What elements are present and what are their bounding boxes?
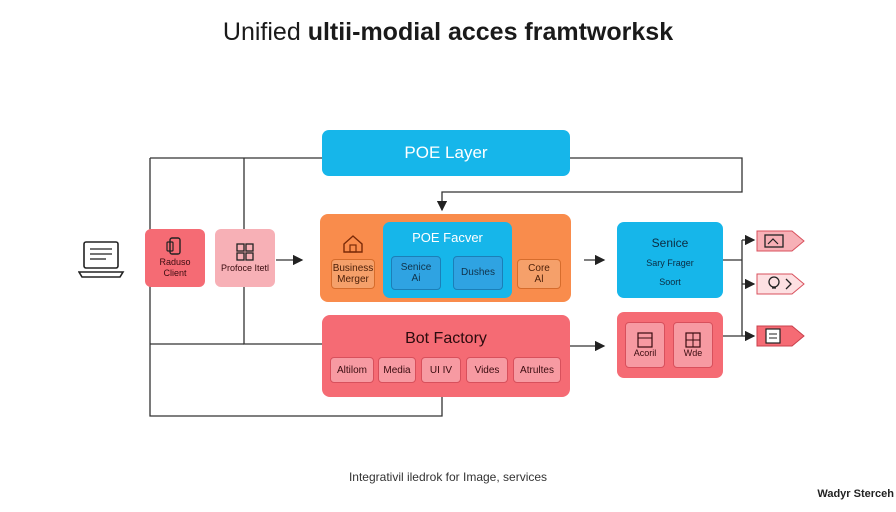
- bot-factory-label: Bot Factory: [405, 330, 487, 347]
- core-ai-label-2: Al: [534, 274, 544, 285]
- bot-item-chip[interactable]: Media: [378, 357, 416, 383]
- bot-item-chip[interactable]: Vides: [466, 357, 508, 383]
- client-label-1: Raduso: [159, 257, 191, 268]
- image-frame-icon: [756, 230, 805, 252]
- poe-layer-label: POE Layer: [404, 143, 488, 162]
- red-item-chip[interactable]: Wde: [673, 322, 713, 368]
- dashes-label: Dushes: [461, 267, 495, 279]
- poe-layer-return-line: [436, 157, 743, 212]
- grid-document-icon: [685, 332, 701, 348]
- poe-factor-label: POE Facver: [412, 230, 483, 245]
- core-ai-chip[interactable]: Core Al: [517, 259, 561, 289]
- service-api-label-2: Ai: [411, 273, 421, 284]
- service-api-label-1: Senice: [400, 261, 432, 273]
- service-line-2: Soort: [659, 277, 681, 287]
- window-icon: [637, 332, 653, 348]
- lightbulb-icon: [756, 273, 805, 295]
- service-line-1: Sary Frager: [646, 258, 694, 268]
- red-item-label: Acoril: [633, 348, 657, 358]
- laptop-icon: [78, 241, 125, 278]
- title-main: ultii-modial acces framtworksk: [307, 18, 674, 46]
- bot-item-label: Atrultes: [520, 364, 554, 376]
- client-label-2: Client: [163, 268, 187, 278]
- dashes-chip[interactable]: Dushes: [453, 256, 503, 290]
- document-stack-icon: [756, 325, 805, 347]
- grid-document-icon: [236, 242, 254, 261]
- title-prefix: Unified: [222, 18, 301, 46]
- bot-item-chip[interactable]: Altilom: [330, 357, 374, 383]
- bot-item-label: Vides: [474, 364, 500, 376]
- red-item-label: Wde: [683, 348, 703, 358]
- red-item-chip[interactable]: Acoril: [625, 322, 665, 368]
- signature-text: Wadyr Sterceh: [817, 488, 894, 500]
- bot-item-label: Altilom: [336, 364, 367, 376]
- bot-item-chip[interactable]: Atrultes: [513, 357, 561, 383]
- service-title: Senice: [651, 236, 689, 250]
- diagram-caption: Integrativil iledrok for Image, services: [348, 470, 548, 484]
- mobile-device-icon: [166, 237, 181, 255]
- bot-item-label: Media: [383, 364, 411, 376]
- protocol-box[interactable]: Profoce Itetl: [215, 229, 275, 287]
- frame-left-line: [149, 158, 443, 417]
- protocol-label: Profoce Itetl: [220, 262, 270, 273]
- service-api-chip[interactable]: Senice Ai: [391, 256, 441, 290]
- service-box[interactable]: [617, 222, 723, 298]
- diagram-title: Unified ultii-modial acces framtworksk: [0, 18, 896, 47]
- home-icon: [343, 235, 363, 253]
- business-manager-label-1: Business: [332, 262, 374, 274]
- output-bus-line: [723, 240, 743, 337]
- bot-item-label: UI IV: [429, 364, 453, 376]
- poe-layer-box[interactable]: POE Layer: [322, 130, 570, 176]
- bot-item-chip[interactable]: UI IV: [421, 357, 461, 383]
- bot-factory-box: [322, 315, 570, 397]
- business-manager-chip[interactable]: Business Merger: [331, 259, 375, 289]
- client-box[interactable]: Raduso Client: [145, 229, 205, 287]
- business-manager-label-2: Merger: [337, 274, 369, 285]
- core-ai-label-1: Core: [528, 262, 550, 274]
